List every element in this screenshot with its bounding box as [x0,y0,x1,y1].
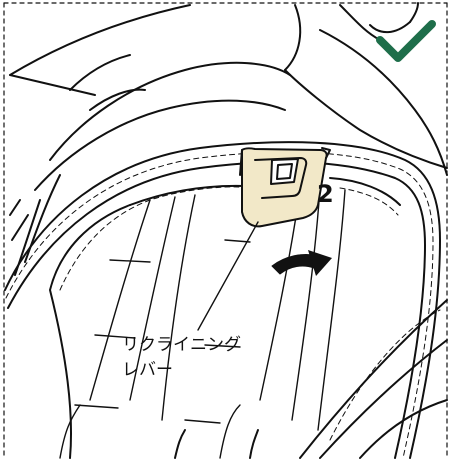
callout-label-line2: レバー [122,355,173,380]
leader-line [198,222,258,330]
curved-arrow-icon [272,250,332,276]
step-number: 2 [317,180,334,208]
seat-back-upper [10,3,447,175]
check-mark-icon [380,24,432,58]
cushion-edge [5,142,440,458]
callout-label-line1: リクライニング [122,330,241,355]
lower-structure [175,300,447,458]
